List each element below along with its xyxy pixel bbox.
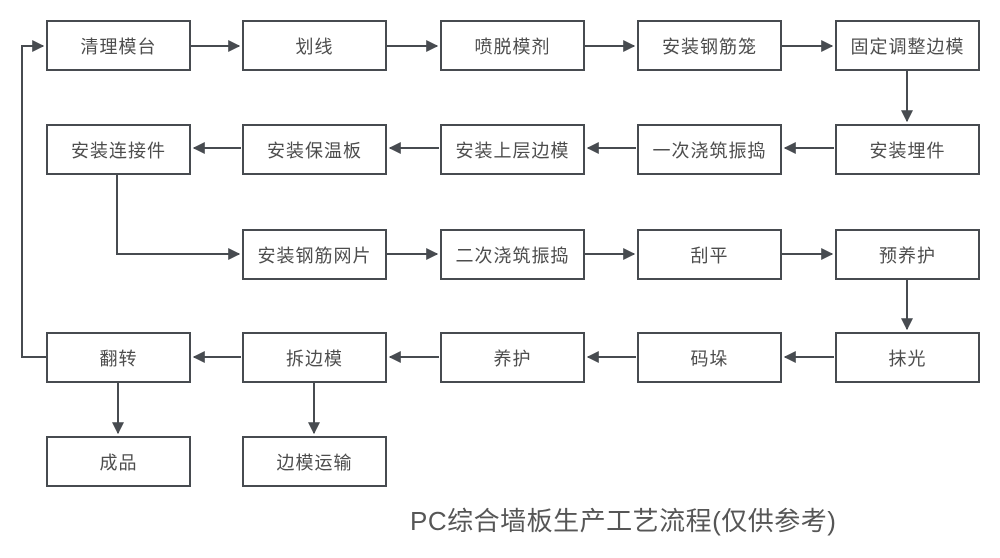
flow-node-pre-curing: 预养护 xyxy=(835,229,980,280)
flow-node-install-embedded-parts: 安装埋件 xyxy=(835,124,980,175)
flow-node-marking: 划线 xyxy=(242,20,387,71)
flow-node-install-rebar-mesh: 安装钢筋网片 xyxy=(242,229,387,280)
flow-node-install-connectors: 安装连接件 xyxy=(46,124,191,175)
flow-node-side-form-transport: 边模运输 xyxy=(242,436,387,487)
flow-node-install-rebar-cage: 安装钢筋笼 xyxy=(637,20,782,71)
flow-node-fix-adjust-side-forms: 固定调整边模 xyxy=(835,20,980,71)
flow-node-flip-over: 翻转 xyxy=(46,332,191,383)
flow-node-spray-release-agent: 喷脱模剂 xyxy=(440,20,585,71)
arrow-connectors-to-mesh xyxy=(116,175,241,260)
flow-node-install-insulation-board: 安装保温板 xyxy=(242,124,387,175)
flow-node-finished-product: 成品 xyxy=(46,436,191,487)
flow-node-screed-level: 刮平 xyxy=(637,229,782,280)
arrow-flip-to-clean-loop xyxy=(21,40,46,358)
flow-node-curing: 养护 xyxy=(440,332,585,383)
flow-node-install-upper-side-forms: 安装上层边模 xyxy=(440,124,585,175)
flow-node-remove-side-forms: 拆边模 xyxy=(242,332,387,383)
flow-node-clean-mold-table: 清理模台 xyxy=(46,20,191,71)
diagram-caption: PC综合墙板生产工艺流程(仅供参考) xyxy=(410,506,837,536)
flow-node-second-pour-vibrate: 二次浇筑振捣 xyxy=(440,229,585,280)
flow-node-stacking: 码垛 xyxy=(637,332,782,383)
flow-node-first-pour-vibrate: 一次浇筑振捣 xyxy=(637,124,782,175)
flow-node-trowel-finish: 抹光 xyxy=(835,332,980,383)
